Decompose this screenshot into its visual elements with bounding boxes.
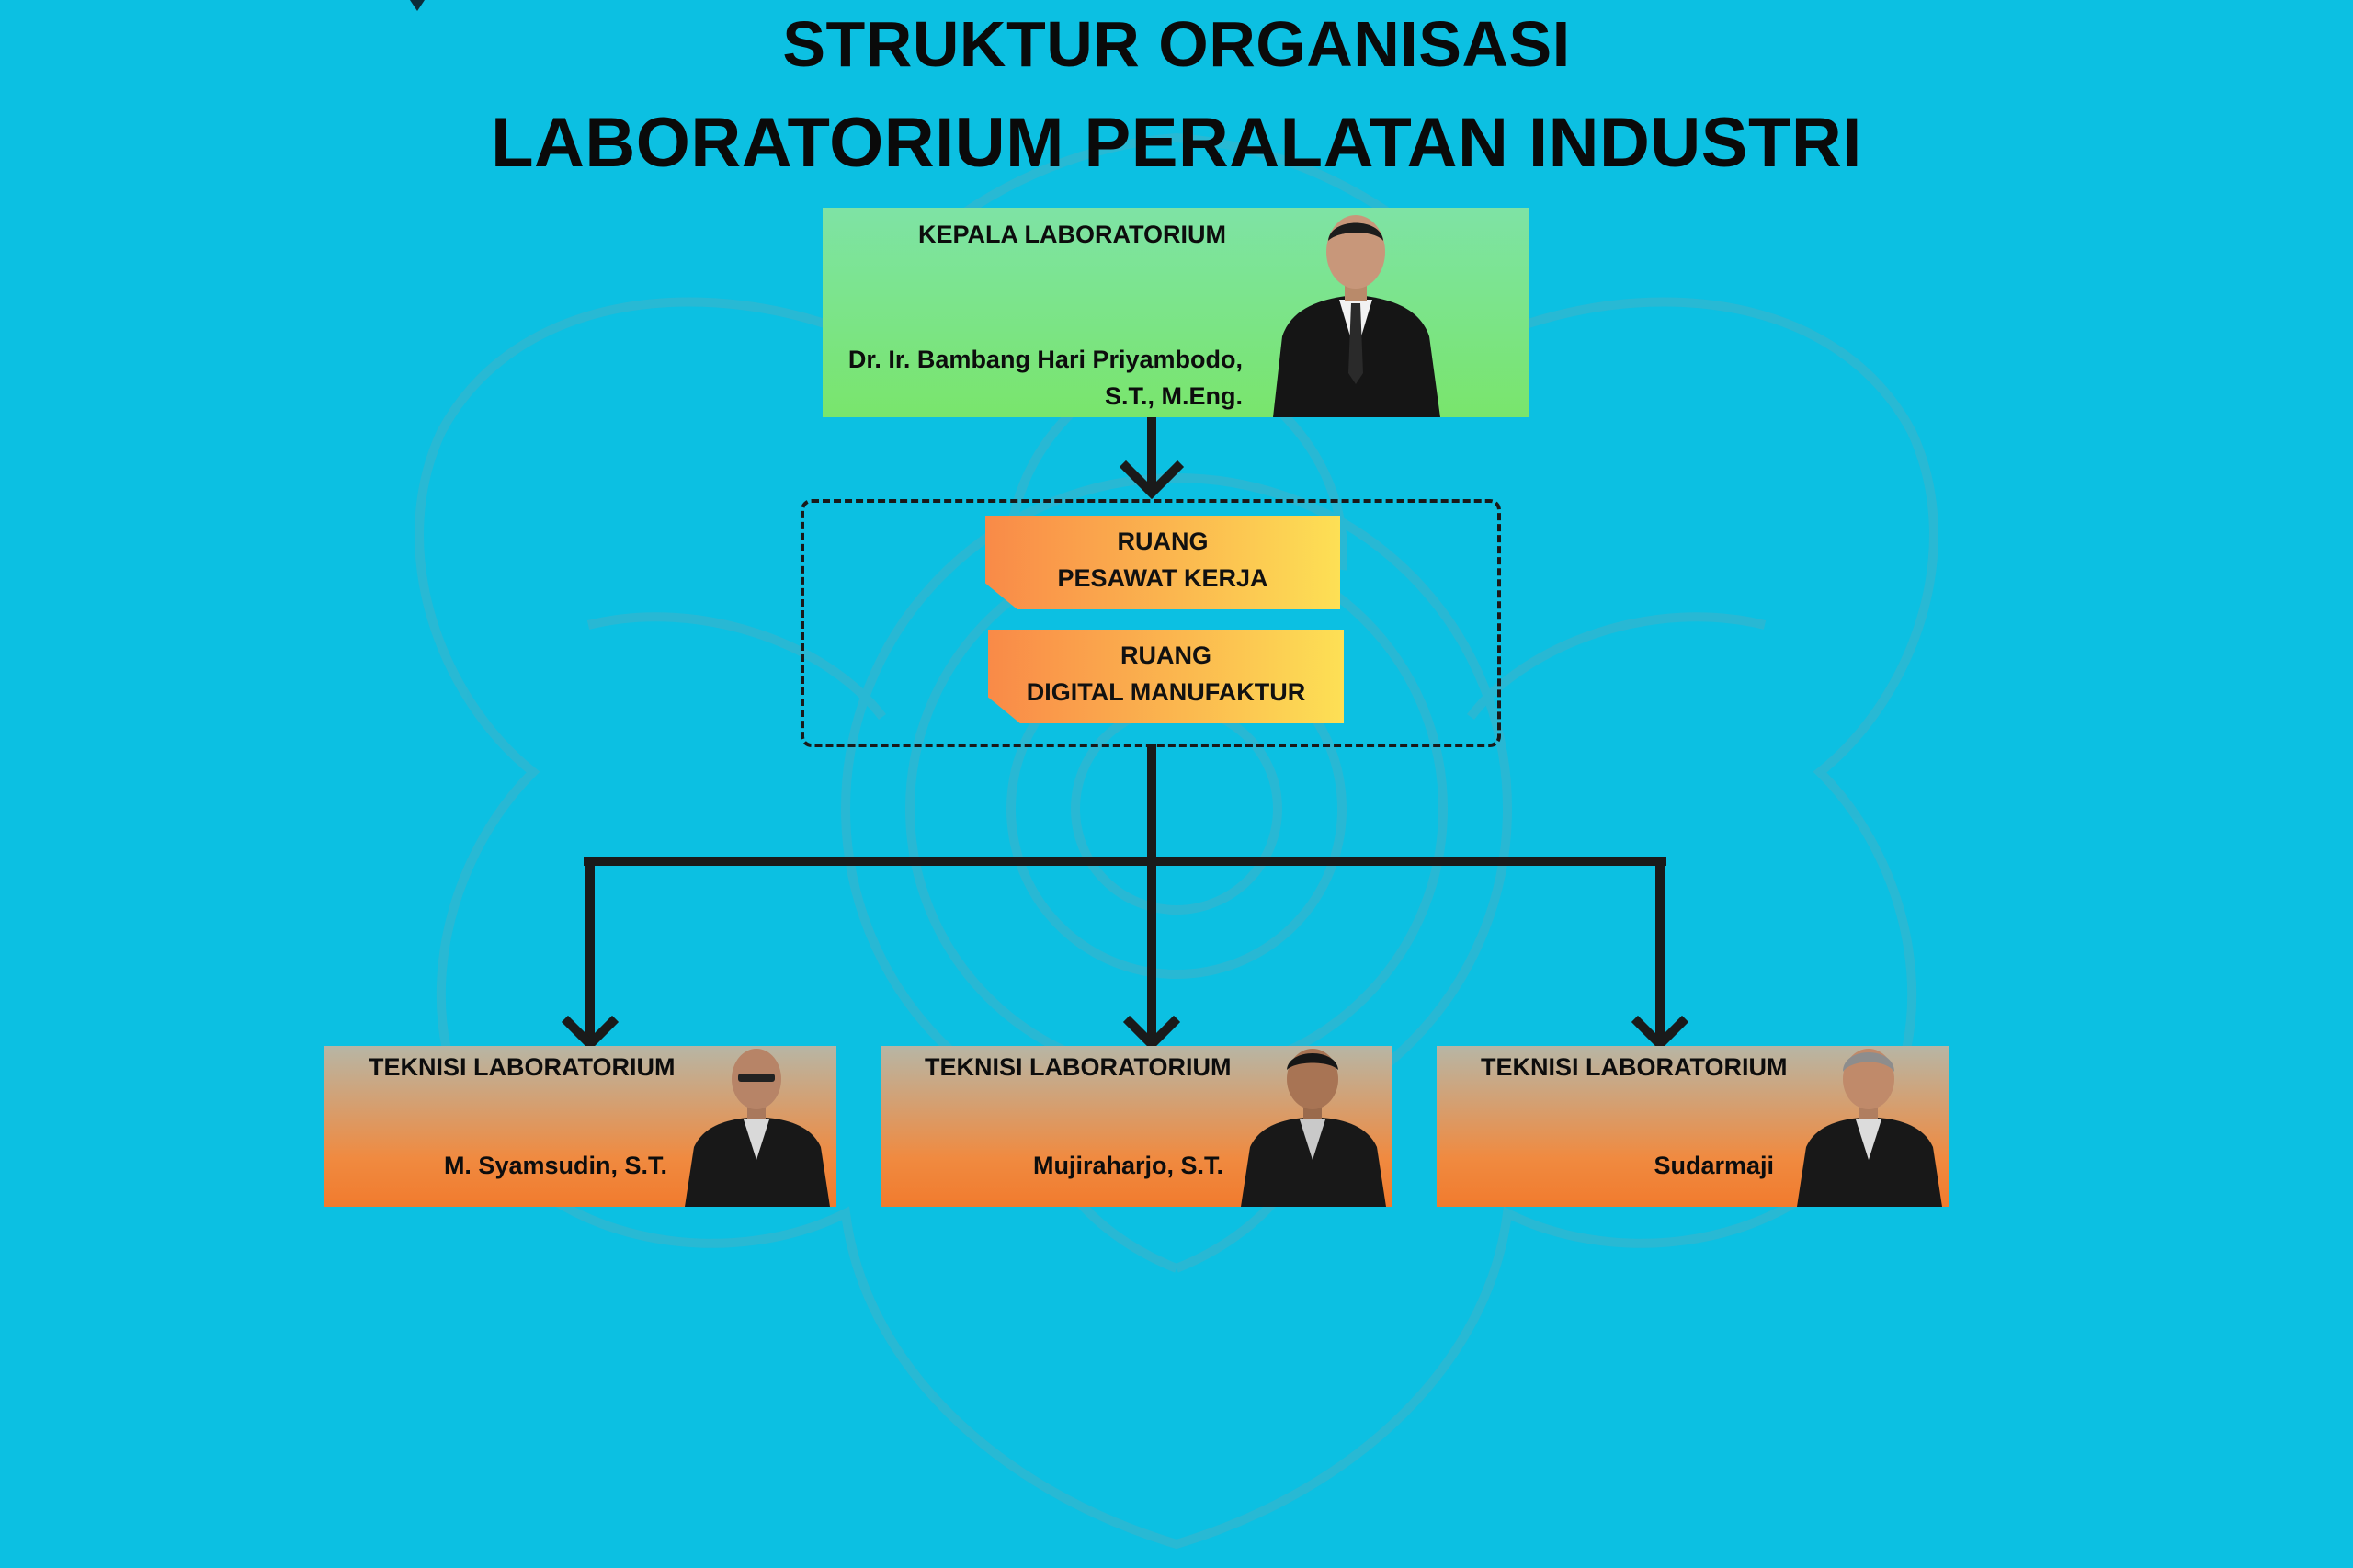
- technician-card-2: TEKNISI LABORATORIUM Mujiraharjo, S.T.: [881, 1046, 1392, 1207]
- technician-1-role: TEKNISI LABORATORIUM: [369, 1053, 676, 1081]
- technician-2-portrait-photo: [1241, 1049, 1386, 1207]
- room-2-line2: DIGITAL MANUFAKTUR: [1026, 678, 1306, 706]
- technician-card-3: TEKNISI LABORATORIUM Sudarmaji: [1437, 1046, 1949, 1207]
- room-card-pesawat-kerja: RUANG PESAWAT KERJA: [985, 516, 1340, 609]
- technician-card-1: TEKNISI LABORATORIUM M. Syamsudin, S.T.: [324, 1046, 836, 1207]
- head-of-lab-card: KEPALA LABORATORIUM Dr. Ir. Bambang Hari…: [823, 208, 1529, 417]
- arrowhead-tech-2: [1122, 1015, 1181, 1051]
- arrowhead-tech-1: [561, 1015, 620, 1051]
- room-1-line1: RUANG: [1117, 528, 1209, 555]
- technician-3-portrait-photo: [1797, 1049, 1942, 1207]
- arrowhead-tech-3: [1631, 1015, 1689, 1051]
- technician-1-portrait-photo: [685, 1049, 830, 1207]
- corner-mark: [410, 0, 425, 11]
- page-title-line1: STRUKTUR ORGANISASI: [782, 8, 1571, 80]
- head-role-label: KEPALA LABORATORIUM: [918, 221, 1226, 248]
- head-name-line2: S.T., M.Eng.: [1104, 382, 1243, 410]
- technician-1-name: M. Syamsudin, S.T.: [443, 1152, 667, 1179]
- technician-3-role: TEKNISI LABORATORIUM: [1481, 1053, 1788, 1081]
- technician-2-role: TEKNISI LABORATORIUM: [925, 1053, 1232, 1081]
- head-name-line1: Dr. Ir. Bambang Hari Priyambodo,: [847, 346, 1243, 373]
- head-portrait-photo: [1273, 215, 1440, 417]
- room-2-line1: RUANG: [1120, 642, 1211, 669]
- technician-2-name: Mujiraharjo, S.T.: [1032, 1152, 1223, 1179]
- technician-3-name: Sudarmaji: [1654, 1152, 1774, 1179]
- room-1-line2: PESAWAT KERJA: [1057, 564, 1268, 592]
- rooms-group: [801, 499, 1501, 747]
- page-title-line2: LABORATORIUM PERALATAN INDUSTRI: [491, 104, 1862, 182]
- room-card-digital-manufaktur: RUANG DIGITAL MANUFAKTUR: [988, 630, 1344, 723]
- arrowhead-rooms: [1119, 460, 1185, 500]
- head-name: Dr. Ir. Bambang Hari Priyambodo, S.T., M…: [848, 341, 1243, 415]
